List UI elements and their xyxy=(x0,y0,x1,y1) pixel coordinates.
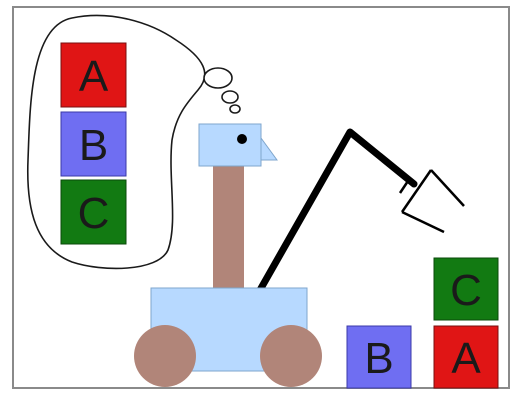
robot-wheel-right xyxy=(260,325,322,387)
world-blocks: B C A xyxy=(346,257,499,389)
robot-arm xyxy=(252,128,418,301)
thought-dot-medium xyxy=(221,90,239,104)
robot-beak xyxy=(260,136,278,161)
world-block-b xyxy=(346,325,412,389)
picture-frame xyxy=(12,6,510,389)
goal-block-a-label: A xyxy=(79,52,109,101)
world-block-c-label: C xyxy=(450,266,482,315)
robot-eye xyxy=(237,134,247,144)
goal-block-b-label: B xyxy=(79,121,108,170)
goal-block-c-label: C xyxy=(78,189,110,238)
robot-neck xyxy=(213,164,244,292)
world-block-a xyxy=(433,325,499,389)
robot-gripper xyxy=(398,169,465,234)
robot xyxy=(134,123,465,387)
goal-block-c xyxy=(60,179,127,245)
thought-dot-small xyxy=(229,104,241,114)
robot-wheel-left xyxy=(134,325,196,387)
world-block-a-label: A xyxy=(451,334,481,383)
world-block-b-label: B xyxy=(364,334,393,383)
world-block-c xyxy=(433,257,499,321)
robot-head xyxy=(198,123,262,167)
goal-block-a xyxy=(60,42,127,108)
thought-dot-large xyxy=(203,67,233,89)
thought-bubble: A B C xyxy=(26,14,241,270)
goal-block-b xyxy=(60,111,127,177)
